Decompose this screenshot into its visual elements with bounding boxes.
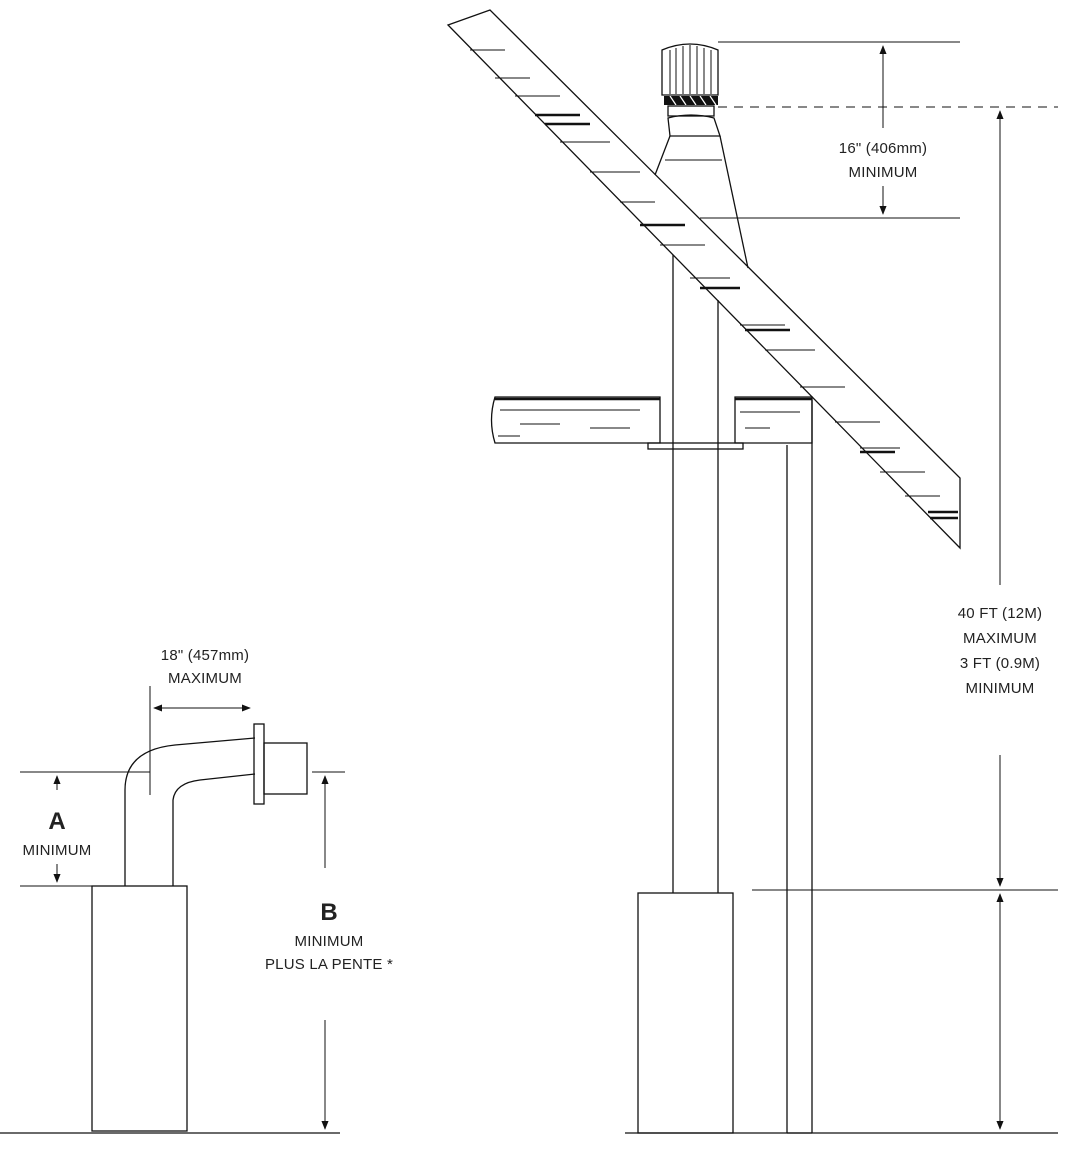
- flat-roof-section: [490, 396, 813, 450]
- total-height-label-3: 3 FT (0.9M): [960, 655, 1040, 672]
- total-height-dimension: [752, 110, 1058, 1130]
- cap-height-note-label: MINIMUM: [849, 164, 918, 181]
- dimension-a-letter: A: [48, 808, 65, 835]
- horizontal-run-dimension: [149, 686, 251, 795]
- total-height-label-1: 40 FT (12M): [958, 605, 1042, 622]
- dimension-b: [312, 771, 345, 1130]
- appliance-right: [637, 892, 734, 1134]
- appliance-left: [91, 885, 188, 1132]
- vertical-termination-cap: [661, 43, 721, 137]
- horizontal-vent-pipe: [124, 737, 256, 886]
- cap-height-value-label: 16" (406mm): [839, 140, 927, 157]
- cap-height-dimension: [700, 41, 1058, 219]
- total-height-label-2: MAXIMUM: [963, 630, 1037, 647]
- horizontal-run-value-label: 18" (457mm): [161, 647, 249, 664]
- dimension-b-note-1: MINIMUM: [295, 933, 364, 950]
- dimension-b-note-2: PLUS LA PENTE *: [265, 956, 393, 973]
- dimension-a: [20, 771, 150, 887]
- total-height-label-4: MINIMUM: [966, 680, 1035, 697]
- vertical-vent-pipe: [654, 135, 813, 1134]
- sloped-roof: [446, 9, 961, 550]
- dimension-a-note: MINIMUM: [23, 842, 92, 859]
- horizontal-termination: [253, 723, 308, 805]
- dimension-b-letter: B: [320, 899, 337, 926]
- horizontal-run-note-label: MAXIMUM: [168, 670, 242, 687]
